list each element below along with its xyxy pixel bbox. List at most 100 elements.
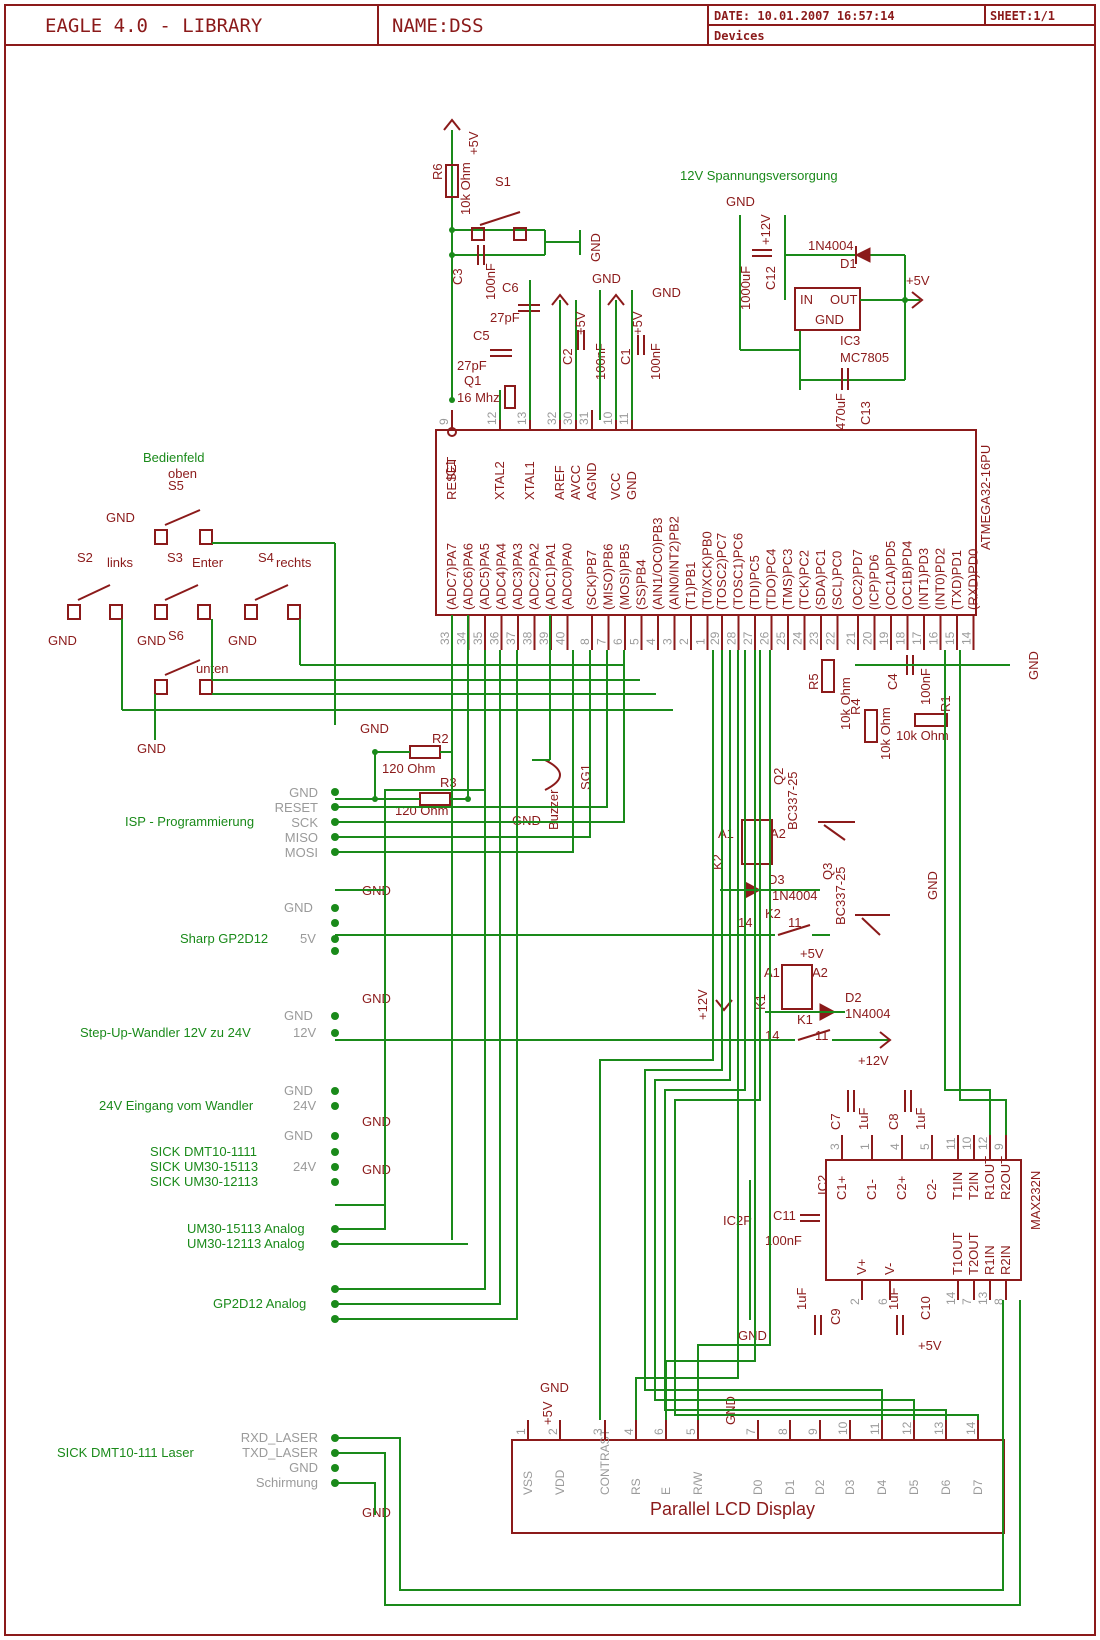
mcu-bottom-pin-number: 6 xyxy=(611,638,625,645)
mcu-bottom-pin-label: (OC1A)PD5 xyxy=(883,541,898,610)
connector-terminal xyxy=(331,1132,339,1140)
sheet-number: SHEET:1/1 xyxy=(990,9,1055,23)
bus-wire xyxy=(335,889,386,1206)
mcu-bottom-pin-label: (TCK)PC2 xyxy=(797,550,812,610)
max232-bottom-pin-number: 8 xyxy=(992,1298,1006,1305)
lcd-pin-label: D1 xyxy=(783,1479,797,1495)
mcu-bottom-pin-number: 14 xyxy=(960,631,974,645)
plus12v-label-relay-out: +12V xyxy=(858,1053,889,1068)
sick-title-2: SICK UM30-15113 xyxy=(150,1159,258,1174)
gnd-label-in24: GND xyxy=(362,1114,391,1129)
mcu-bottom-pin-label: (ADC6)PA6 xyxy=(461,543,476,610)
mcu-bottom-pin-number: 18 xyxy=(894,631,908,645)
connector-terminal xyxy=(331,1148,339,1156)
connector-terminal xyxy=(331,848,339,856)
connector-terminal xyxy=(331,1102,339,1110)
mcu-top-pin-label: RESET xyxy=(444,457,459,500)
mcu-bottom-pin-number: 8 xyxy=(578,638,592,645)
max232-top-pin-number: 10 xyxy=(960,1136,974,1150)
ic2-ref: IC2 xyxy=(815,1175,830,1195)
c12-ref: C12 xyxy=(763,266,778,290)
plus5v-label-k1: +5V xyxy=(800,946,824,961)
drawing-name: NAME:DSS xyxy=(392,15,484,37)
lcd-pin-label: D5 xyxy=(907,1479,921,1495)
c3-ref: C3 xyxy=(450,268,465,285)
ic3-value: MC7805 xyxy=(840,350,889,365)
decoupling-caps: +5V C2 100nF GND +5V C1 100nF GND xyxy=(551,271,681,420)
c9-ref: C9 xyxy=(828,1308,843,1325)
mcu-bottom-pin-label: (SDA)PC1 xyxy=(813,549,828,610)
connector-terminal xyxy=(331,1479,339,1487)
bus-wire xyxy=(335,1300,1021,1606)
gp2-analog: GP2D12 Analog xyxy=(213,1296,306,1311)
laser-title: SICK DMT10-111 Laser xyxy=(57,1445,194,1460)
keypad-rechts: rechts xyxy=(276,555,312,570)
max232-top-pin-number: 9 xyxy=(992,1143,1006,1150)
plus5v-label-supply: +5V xyxy=(906,273,930,288)
bus-wire xyxy=(959,650,1007,1135)
lcd-pin-label: E xyxy=(659,1487,673,1495)
in24-gnd: GND xyxy=(284,1083,313,1098)
bus-wire xyxy=(335,1482,376,1515)
connector-terminal xyxy=(331,904,339,912)
isp-pin-label: MOSI xyxy=(285,845,318,860)
c4-value: 100nF xyxy=(918,668,933,705)
lcd-pin-number: 11 xyxy=(868,1422,882,1435)
mcu-bottom-pin-number: 16 xyxy=(927,631,941,645)
lcd-pin-label: CONTRAST xyxy=(598,1428,612,1495)
lcd-pin-number: 3 xyxy=(591,1428,605,1435)
keypad-enter: Enter xyxy=(192,555,224,570)
mcu-ic1: IC1 ATMEGA32-16PU RESET9XTAL212XTAL113AR… xyxy=(435,410,993,650)
r1-value: 10k Ohm xyxy=(896,728,949,743)
q1-value: 16 Mhz xyxy=(457,390,500,405)
bus-wire xyxy=(335,650,625,823)
bus-wire xyxy=(335,650,486,1290)
gnd-label-c4: GND xyxy=(1026,651,1041,680)
c6-value: 27pF xyxy=(490,310,520,325)
k2-a2: A2 xyxy=(770,826,786,841)
bus-wire xyxy=(335,650,591,838)
max232-top-pin-number: 5 xyxy=(918,1143,932,1150)
c5-value: 27pF xyxy=(457,358,487,373)
s5-ref: S5 xyxy=(168,478,184,493)
mcu-bottom-pin-number: 27 xyxy=(741,631,755,645)
gnd-label-s3: GND xyxy=(137,633,166,648)
gnd-label-s1: GND xyxy=(588,233,603,262)
mcu-top-pin-label: XTAL2 xyxy=(492,461,507,500)
connector-terminal xyxy=(331,803,339,811)
gnd-label-laser: GND xyxy=(362,1505,391,1520)
k1-ref-switch: K1 xyxy=(797,1012,813,1027)
lcd-pin-number: 6 xyxy=(652,1428,666,1435)
max232-top-pin-label: C2- xyxy=(924,1179,939,1200)
max232-bottom-pin-number: 6 xyxy=(876,1298,890,1305)
mcu-bottom-pin-number: 7 xyxy=(595,638,609,645)
max232-top-pin-label: R1OUT xyxy=(982,1156,997,1200)
bus-wire xyxy=(335,650,608,808)
max232-bottom-pin-label: V+ xyxy=(854,1259,869,1275)
relay-k2-pin11: 11 xyxy=(788,915,802,930)
lcd-pin-number: 13 xyxy=(932,1421,946,1435)
mcu-bottom-pin-number: 34 xyxy=(455,631,469,645)
lcd-title: Parallel LCD Display xyxy=(650,1499,815,1519)
plus12v-label-relay: +12V xyxy=(695,989,710,1020)
sick-gnd: GND xyxy=(284,1128,313,1143)
mcu-bottom-pin-number: 38 xyxy=(521,631,535,645)
isp-block: GND R2 120 Ohm R3 120 Ohm SG1 Buzzer GND xyxy=(335,615,593,1240)
lcd-pin-label: RS xyxy=(629,1478,643,1495)
connector-terminal xyxy=(331,788,339,796)
c3-value: 100nF xyxy=(483,263,498,300)
bus-wire xyxy=(335,650,518,1320)
plus5v-label-r6: +5V xyxy=(466,131,481,155)
mcu-bottom-pin-number: 36 xyxy=(488,631,502,645)
um30-analog-2: UM30-12113 Analog xyxy=(187,1236,305,1251)
mcu-top-pin-label: GND xyxy=(624,471,639,500)
lcd-pin-number: 14 xyxy=(964,1421,978,1435)
s3-ref: S3 xyxy=(167,550,183,565)
ic3-ref: IC3 xyxy=(840,333,860,348)
r5-value: 10k Ohm xyxy=(838,677,853,730)
mcu-bottom-pin-label: (TMS)PC3 xyxy=(780,549,795,610)
bus-wires xyxy=(335,650,1021,1606)
mcu-top-pin-number: 31 xyxy=(577,411,591,425)
